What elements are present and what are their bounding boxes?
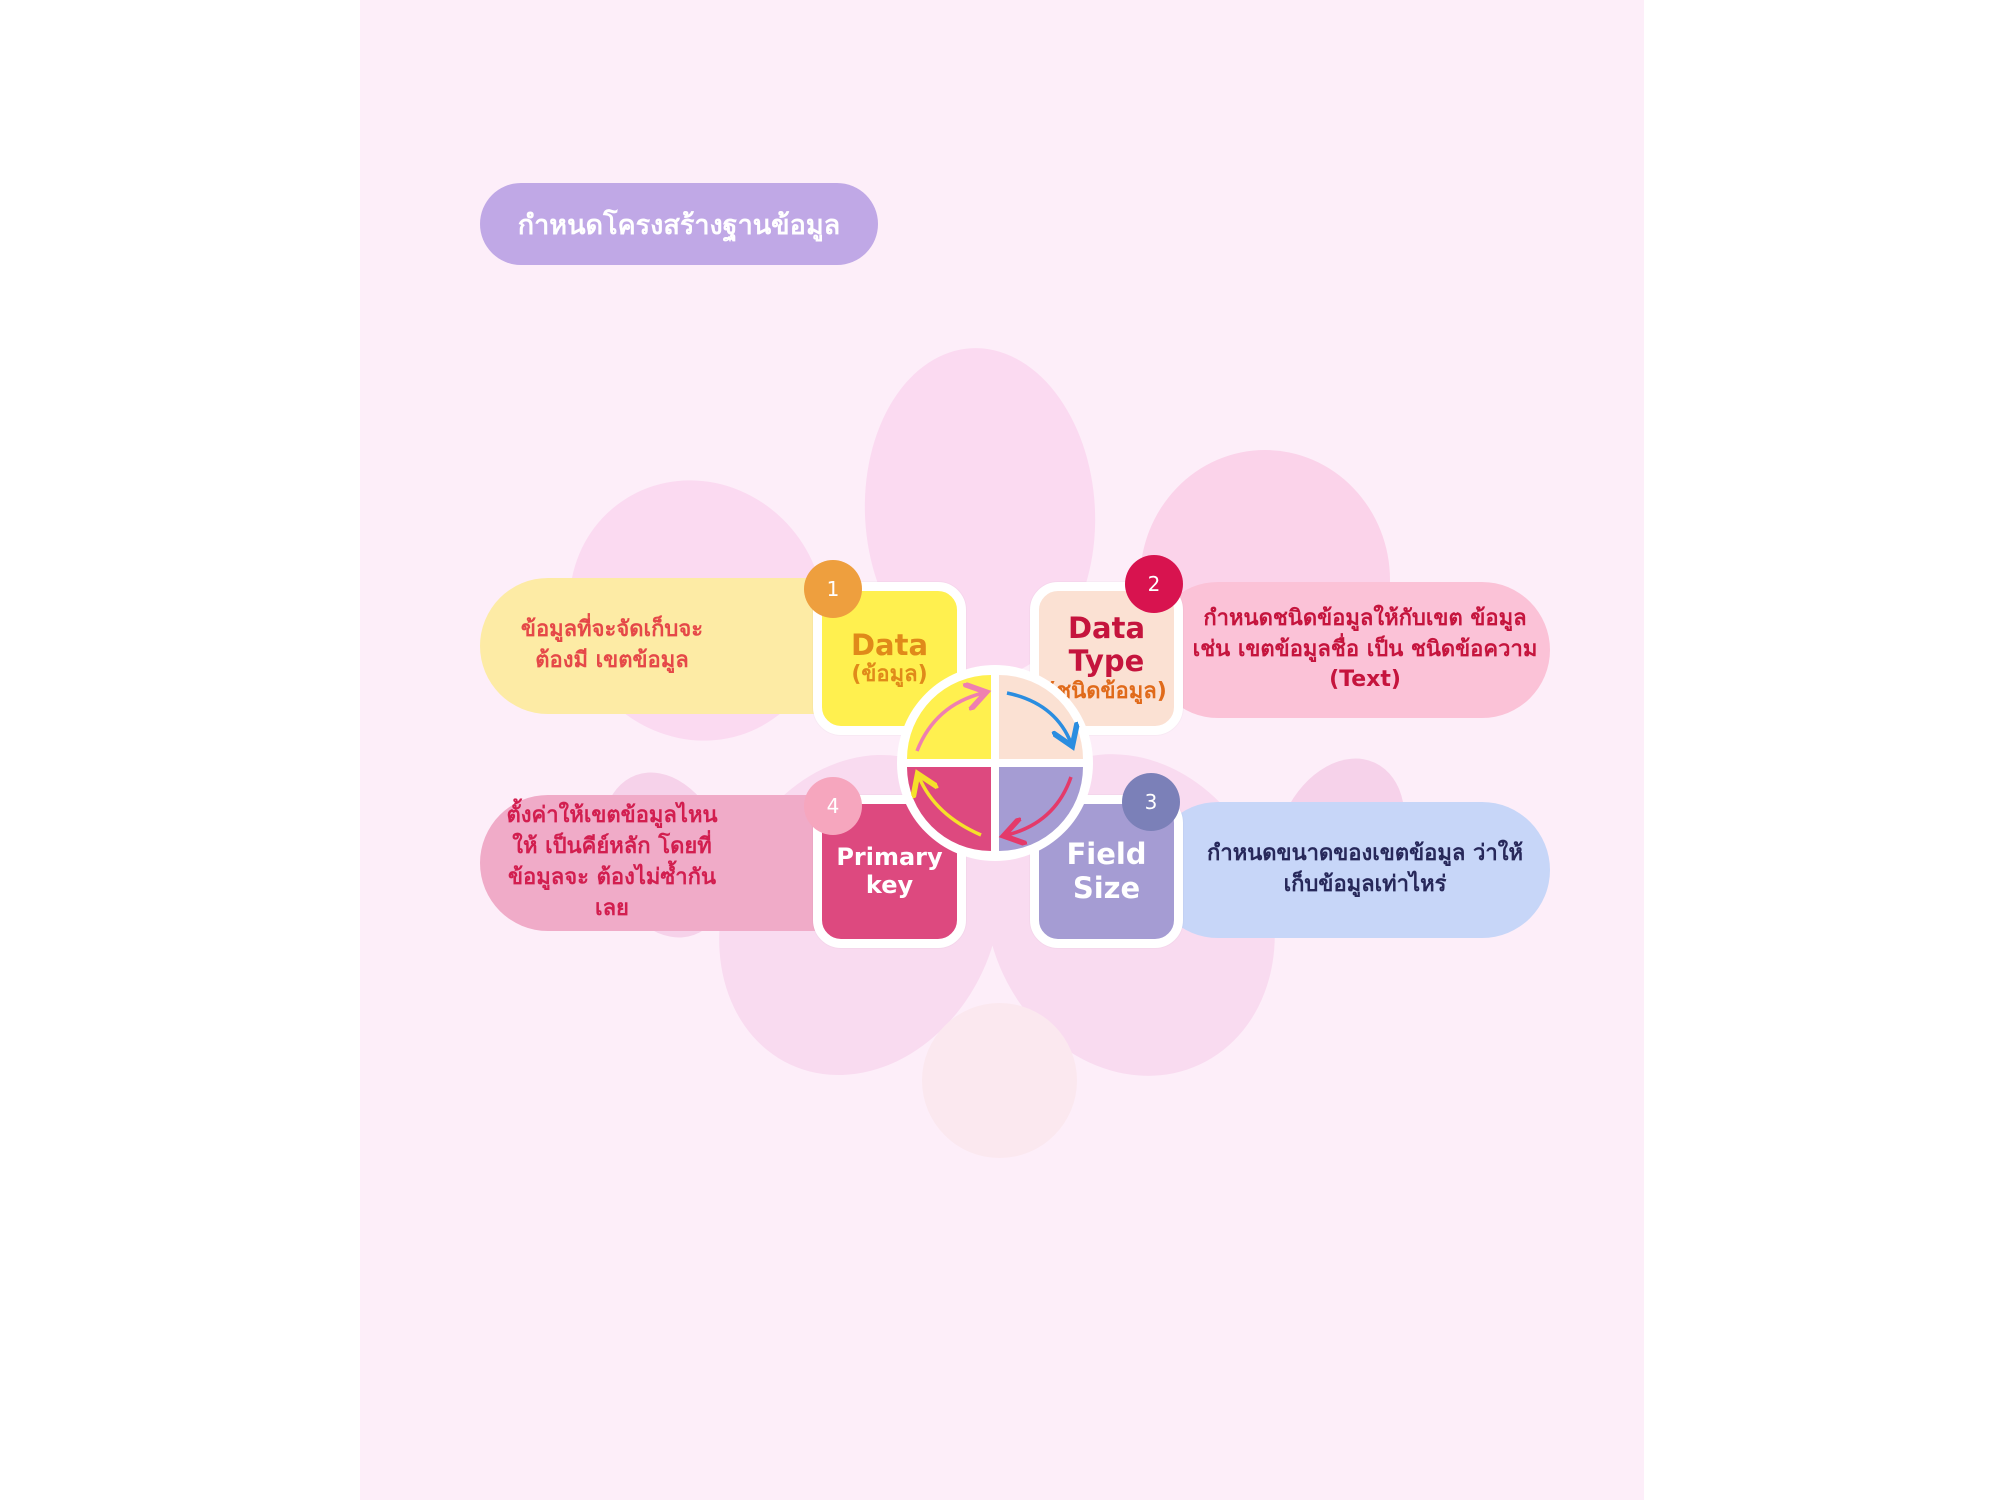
arrow-to-step-4 [919,777,982,837]
step-3-name: Field Size [1066,837,1147,905]
step-1-subname: (ข้อมูล) [851,661,928,687]
arrow-to-step-1 [915,693,983,752]
step-1-badge: 1 [804,560,862,618]
step-3-badge: 3 [1122,773,1180,831]
step-3-description-text: กำหนดขนาดของเขตข้อมูล ว่าให้เก็บข้อมูลเท… [1207,841,1523,897]
page-title: กำหนดโครงสร้างฐานข้อมูล [480,183,878,265]
step-4-badge: 4 [804,777,862,835]
cycle-wheel [897,665,1093,861]
wheel-outer-ring [897,665,1093,861]
step-1-name: Data [850,627,929,662]
step-3-tile: Field Size [1030,795,1183,948]
step-2-name: Data Type [1067,610,1146,679]
step-2-description: กำหนดชนิดข้อมูลให้กับเขต ข้อมูล เช่น เขต… [1150,582,1550,718]
wheel-quadrant-peach [999,675,1083,759]
step-4-description-text: ตั้งค่าให้เขตข้อมูลไหนให้ เป็นคีย์หลัก โ… [506,803,718,921]
step-1-description-text: ข้อมูลที่จะจัดเก็บจะต้องมี เขตข้อมูล [520,617,704,673]
arrow-to-step-3 [1007,776,1073,835]
step-4-name: Primary key [836,842,943,899]
step-3-description: กำหนดขนาดของเขตข้อมูล ว่าให้เก็บข้อมูลเท… [1150,802,1550,938]
flower-center [922,1003,1077,1158]
arrow-to-step-2 [1006,691,1071,743]
step-2-badge: 2 [1125,555,1183,613]
infographic-page: กำหนดโครงสร้างฐานข้อมูล ข้อมูลที่จะจัดเก… [360,0,1644,1500]
step-2-description-text: กำหนดชนิดข้อมูลให้กับเขต ข้อมูล เช่น เขต… [1192,605,1538,693]
